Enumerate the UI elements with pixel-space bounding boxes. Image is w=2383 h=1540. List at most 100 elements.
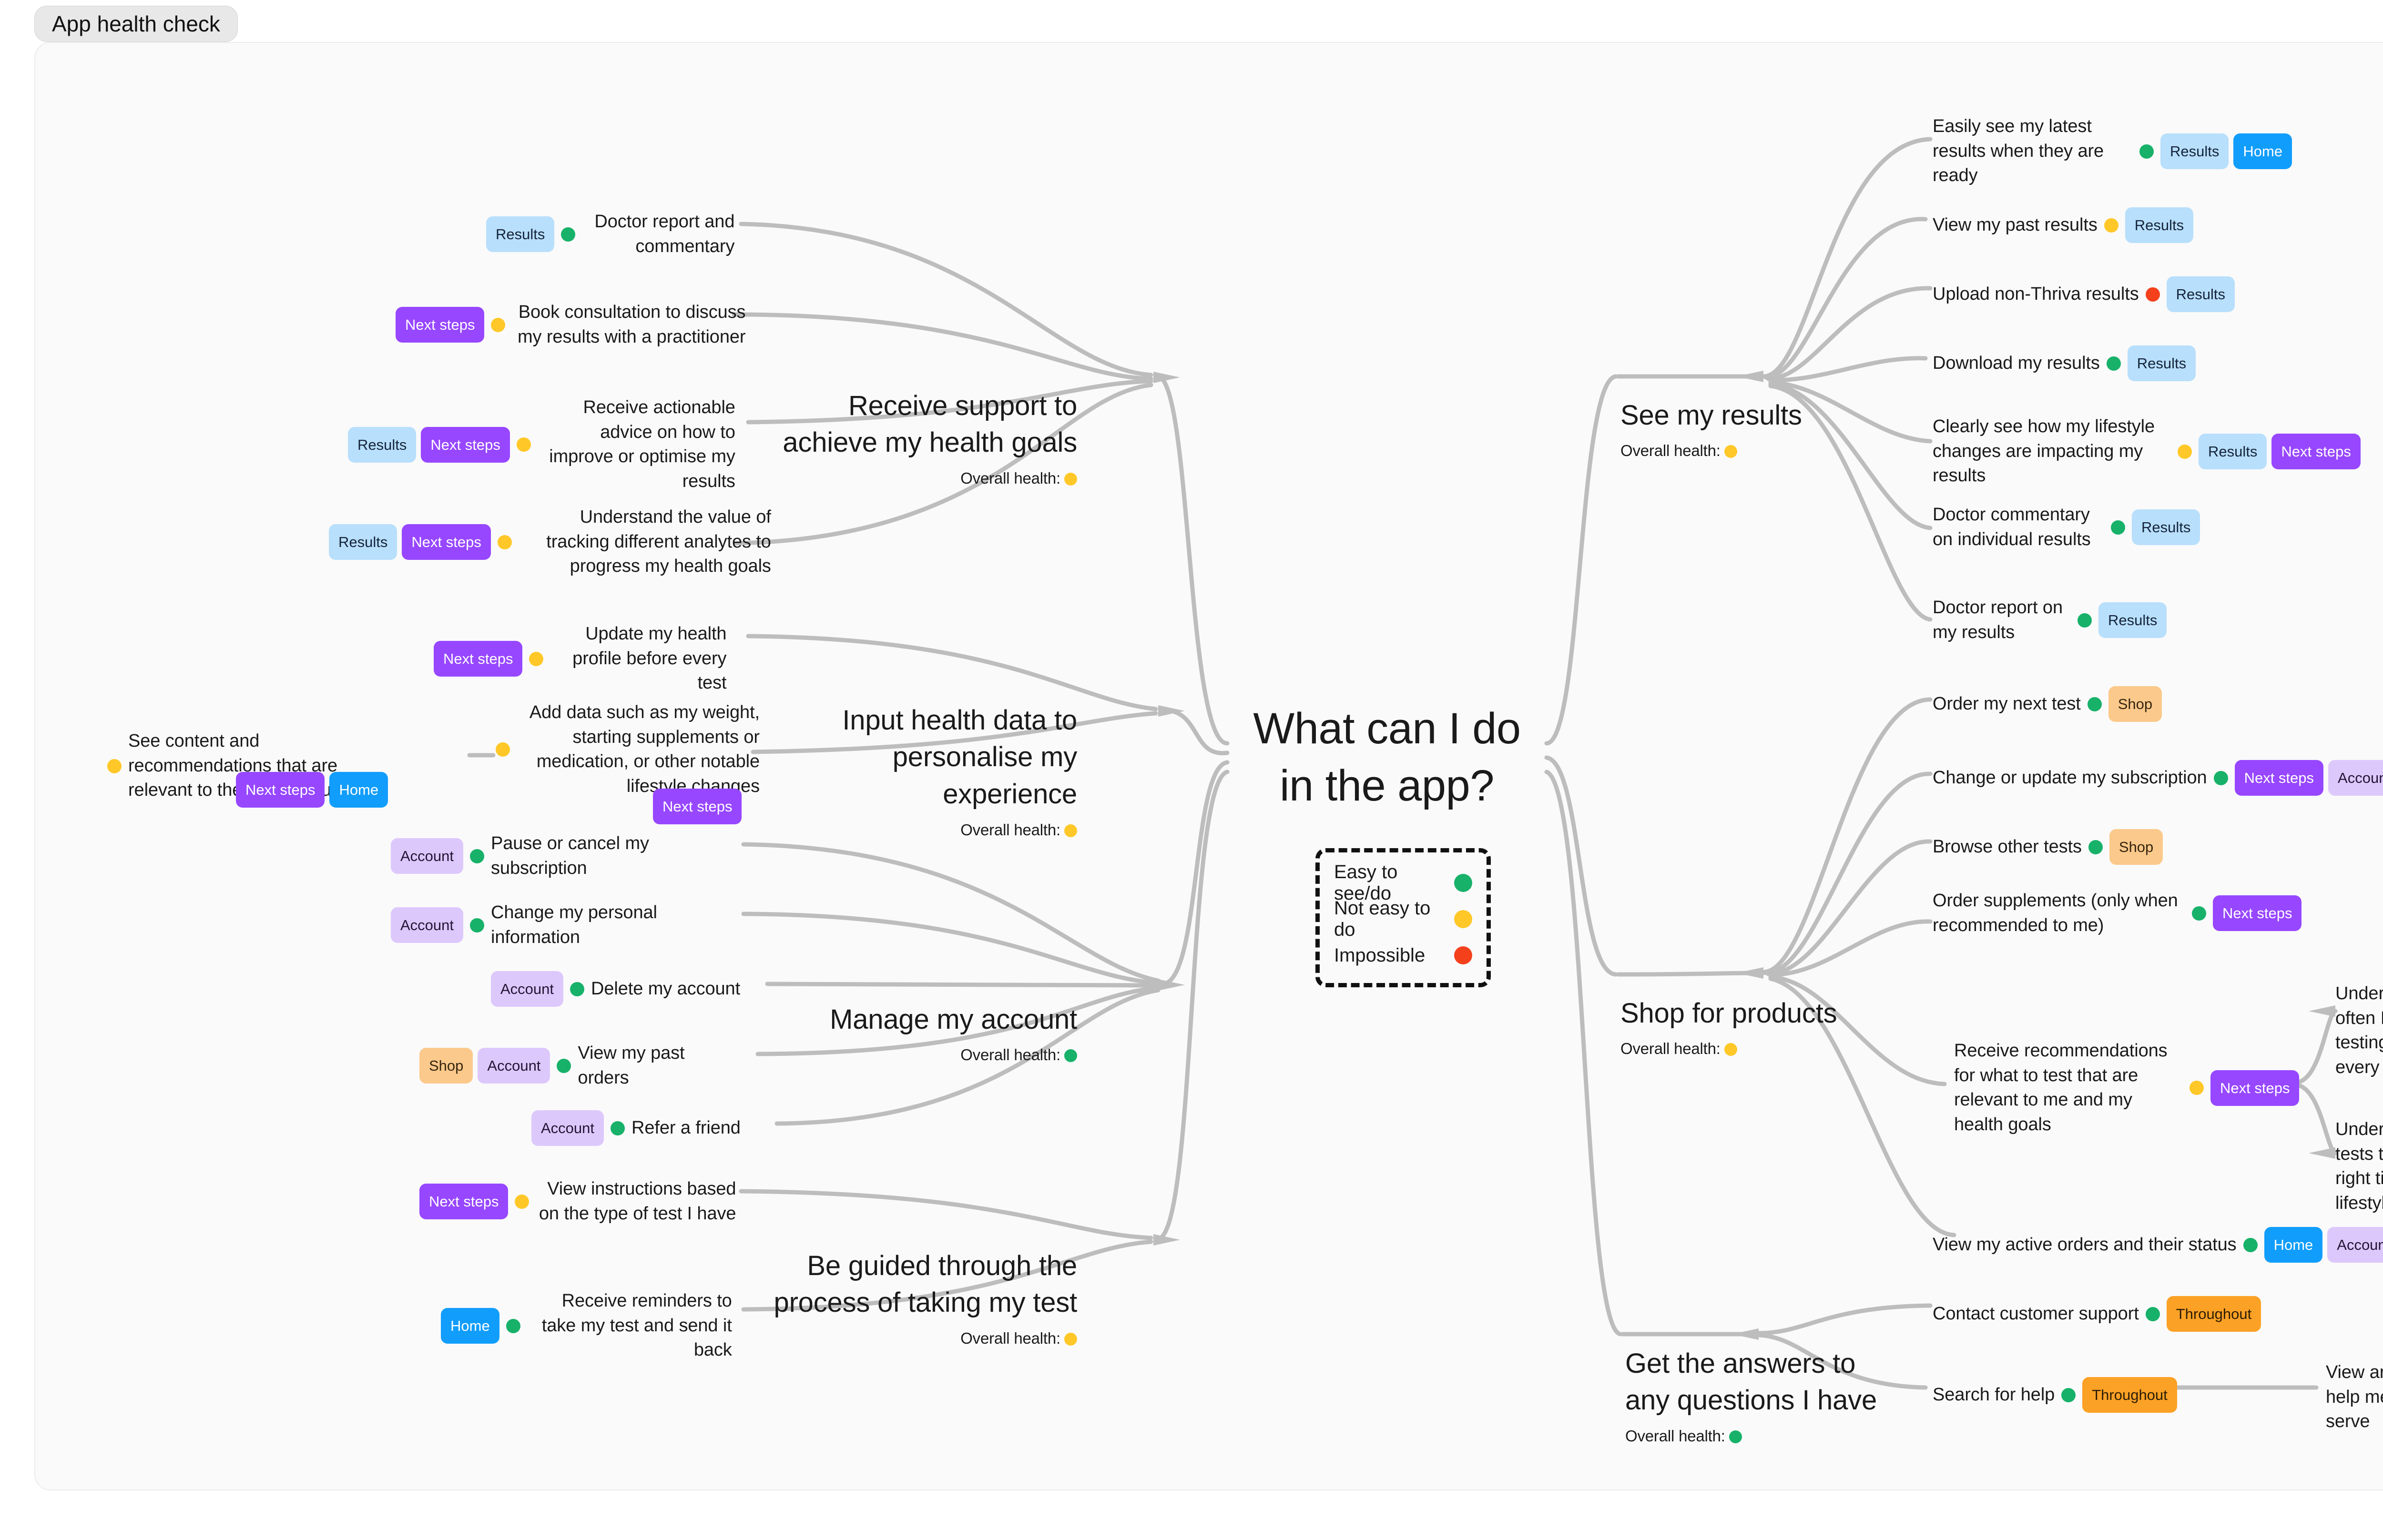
list-item[interactable]: Receive recommendations for what to test…	[1954, 1039, 2300, 1137]
tag-group: Next steps Account Shop	[2234, 760, 2383, 796]
branch-title-see-my-results[interactable]: See my results Overall health:	[1620, 360, 1868, 498]
central-node[interactable]: What can I do in the app?	[1253, 704, 1521, 810]
legend-label-green: Easy to see/do	[1334, 861, 1398, 904]
tag-shop[interactable]: Shop	[419, 1048, 473, 1084]
tag-group: Results	[2127, 345, 2196, 381]
list-item[interactable]: Search for help Throughout	[1933, 1377, 2177, 1413]
list-item[interactable]: Contact customer support Throughout	[1933, 1296, 2261, 1332]
tag-account[interactable]: Account	[531, 1110, 604, 1146]
tag-next-steps[interactable]: Next steps	[434, 641, 523, 677]
list-item[interactable]: View my active orders and their status H…	[1933, 1227, 2383, 1263]
list-item[interactable]: View my past results Results	[1933, 207, 2194, 243]
list-item[interactable]: Download my results Results	[1933, 345, 2196, 381]
list-item[interactable]: Account Change my personal information	[391, 901, 715, 950]
status-dot-green-icon	[2061, 1388, 2076, 1402]
tag-next-steps[interactable]: Next steps	[2271, 434, 2361, 469]
tag-home[interactable]: Home	[329, 772, 388, 808]
tag-results[interactable]: Results	[329, 524, 397, 560]
tag-home[interactable]: Home	[2264, 1227, 2323, 1263]
tag-account[interactable]: Account	[491, 971, 564, 1007]
tag-results[interactable]: Results	[2098, 602, 2167, 638]
tag-home[interactable]: Home	[2233, 133, 2292, 169]
status-dot-green-icon	[2145, 1307, 2160, 1321]
tag-results[interactable]: Results	[2160, 133, 2229, 169]
tag-shop[interactable]: Shop	[2108, 686, 2162, 722]
list-item[interactable]: Account Pause or cancel my subscription	[391, 831, 715, 881]
branch-title-get-the-answers[interactable]: Get the answers to any questions I have …	[1625, 1308, 1883, 1484]
list-item[interactable]: Browse other tests Shop	[1933, 829, 2163, 865]
tag-group: Shop	[2109, 829, 2163, 865]
tag-next-steps[interactable]: Next steps	[402, 524, 491, 560]
tag-next-steps[interactable]: Next steps	[2213, 895, 2302, 932]
list-item[interactable]: Home Receive reminders to take my test a…	[441, 1289, 732, 1363]
tag-account[interactable]: Account	[2327, 1227, 2383, 1263]
branch-title-shop-for-products[interactable]: Shop for products Overall health:	[1620, 958, 1887, 1096]
branch-title-manage-my-account[interactable]: Manage my account Overall health:	[791, 964, 1077, 1103]
list-item[interactable]: Next steps Book consultation to discuss …	[396, 300, 746, 349]
tag-next-steps[interactable]: Next steps	[2210, 1070, 2300, 1106]
list-item[interactable]: Upload non-Thriva results Results	[1933, 276, 2235, 312]
tag-next-steps[interactable]: Next steps	[421, 426, 510, 463]
list-item-label: View my active orders and their status	[1933, 1234, 2237, 1255]
branch-title-be-guided[interactable]: Be guided through the process of taking …	[772, 1210, 1078, 1386]
status-dot-yellow-icon	[491, 317, 506, 332]
list-item[interactable]: Easily see my latest results when they a…	[1933, 114, 2292, 188]
tag-group: Next steps	[2213, 895, 2302, 932]
list-item[interactable]: Account Delete my account	[491, 971, 748, 1007]
list-item[interactable]: Next steps View instructions based on th…	[419, 1177, 736, 1226]
overall-health-manage-my-account: Overall health:	[791, 1044, 1077, 1065]
list-item[interactable]: Doctor report on my results Results	[1933, 596, 2167, 645]
tag-account[interactable]: Account	[2328, 760, 2383, 796]
tag-group: Next steps Home	[236, 772, 388, 808]
tag-results[interactable]: Results	[2132, 509, 2200, 546]
list-item[interactable]: Order my next test Shop	[1933, 686, 2162, 722]
list-item[interactable]: Clearly see how my lifestyle changes are…	[1933, 415, 2361, 488]
tag-account[interactable]: Account	[478, 1048, 550, 1084]
list-item[interactable]: Results Next steps Receive actionable ad…	[348, 395, 735, 494]
overall-health-get-the-answers: Overall health:	[1625, 1426, 1883, 1447]
list-item[interactable]: Order supplements (only when recommended…	[1933, 889, 2302, 938]
list-item[interactable]: View articles that help me to self-serve	[2326, 1360, 2383, 1434]
tag-next-steps[interactable]: Next steps	[419, 1184, 509, 1220]
tag-account[interactable]: Account	[391, 838, 464, 874]
list-item[interactable]: Doctor commentary on individual results …	[1933, 503, 2200, 552]
list-item[interactable]: Results Next steps Understand the value …	[329, 505, 771, 579]
status-dot-green-icon	[470, 918, 485, 932]
tag-results[interactable]: Results	[2125, 207, 2194, 243]
status-dot-yellow-icon	[2190, 1081, 2204, 1095]
tag-next-steps[interactable]: Next steps	[396, 307, 485, 343]
branch-title-input-health-data[interactable]: Input health data to personalise my expe…	[763, 665, 1077, 878]
status-dot-green-icon	[1064, 1049, 1077, 1063]
list-item[interactable]: Shop Account View my past orders	[419, 1041, 730, 1090]
tag-next-steps[interactable]: Next steps	[236, 772, 325, 808]
branch-title-receive-support[interactable]: Receive support to achieve my health goa…	[782, 350, 1077, 526]
overall-health-receive-support: Overall health:	[782, 468, 1077, 489]
tag-results[interactable]: Results	[2127, 345, 2196, 381]
tag-results[interactable]: Results	[348, 426, 417, 463]
tag-results[interactable]: Results	[486, 216, 555, 253]
list-item[interactable]: Add data such as my weight, starting sup…	[496, 700, 760, 799]
overall-health-see-my-results: Overall health:	[1620, 440, 1868, 461]
tag-next-steps[interactable]: Next steps	[2234, 760, 2324, 796]
tag-home[interactable]: Home	[441, 1308, 499, 1344]
list-item[interactable]: Next steps Update my health profile befo…	[434, 622, 727, 696]
list-item[interactable]: Change or update my subscription Next st…	[1933, 760, 2383, 796]
tag-group: Results Next steps	[2199, 434, 2361, 469]
tag-results[interactable]: Results	[2199, 434, 2267, 469]
list-item-label: Change or update my subscription	[1933, 767, 2207, 788]
tag-account[interactable]: Account	[391, 907, 464, 943]
tag-group: Next steps	[396, 307, 485, 343]
tag-results[interactable]: Results	[2166, 276, 2235, 312]
tag-next-steps[interactable]: Next steps	[653, 789, 742, 824]
status-dot-yellow-icon	[529, 651, 544, 666]
list-item[interactable]: Results Doctor report and commentary	[486, 210, 734, 259]
list-item[interactable]: Account Refer a friend	[531, 1110, 755, 1146]
list-item-label: Order supplements (only when recommended…	[1933, 891, 2178, 935]
tag-shop[interactable]: Shop	[2109, 829, 2163, 865]
tag-throughout[interactable]: Throughout	[2082, 1377, 2177, 1413]
tag-throughout[interactable]: Throughout	[2166, 1296, 2261, 1332]
tag-group: Results Home	[2160, 133, 2292, 169]
frame-title-tab[interactable]: App health check	[34, 6, 238, 42]
list-item[interactable]: Understand which tests to take at the ri…	[2335, 1117, 2383, 1216]
list-item[interactable]: Understand how often I should be testing…	[2335, 982, 2383, 1080]
